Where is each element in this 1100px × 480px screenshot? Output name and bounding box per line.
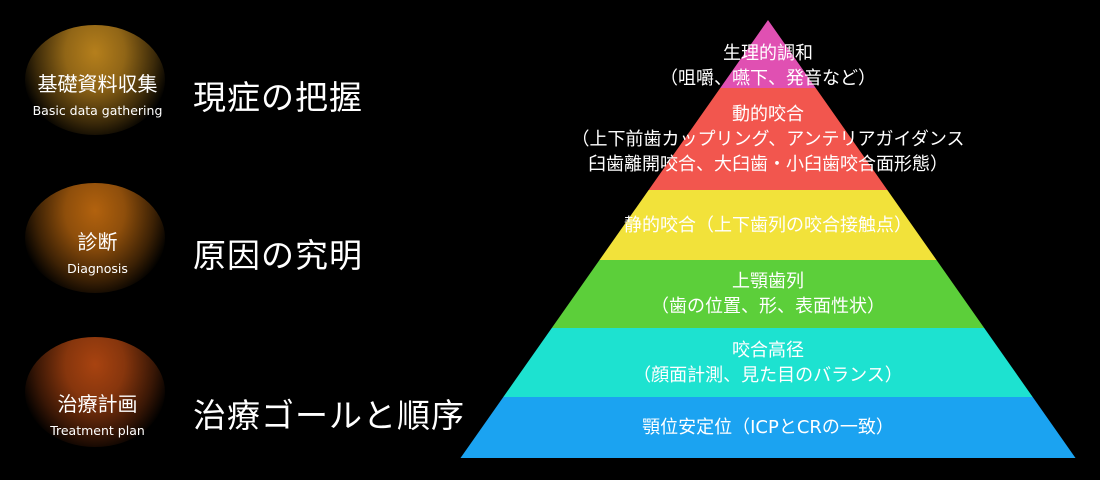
pyramid-tier-4-line-1: 上顎歯列 [732, 271, 804, 292]
pyramid-tier-2-line-1: 動的咬合 [732, 103, 804, 125]
step-goal: 原因の究明 [193, 236, 363, 275]
pyramid-tier-1 [720, 20, 816, 88]
step-orb [25, 183, 165, 293]
pyramid-tier-5 [503, 328, 1033, 397]
pyramid-tier-2-line-2: （上下前歯カップリング、アンテリアガイダンス [571, 128, 965, 150]
pyramid-tier-3-line-1: 静的咬合（上下歯列の咬合接触点） [624, 214, 912, 236]
pyramid-tier-1-line-1: 生理的調和 [723, 43, 813, 64]
pyramid-tier-5-line-1: 咬合高径 [732, 339, 804, 361]
step-treatment-plan: 治療計画 Treatment plan 治療ゴールと順序 [0, 332, 480, 462]
step-label-en: Treatment plan [50, 423, 145, 438]
step-label-jp: 基礎資料収集 [37, 72, 158, 96]
pyramid-tier-3 [599, 190, 937, 260]
pyramid-tier-2 [648, 88, 888, 190]
pyramid-tier-6-line-1: 顎位安定位（ICPとCRの一致） [642, 417, 894, 438]
pyramid-tier-2-line-3: 臼歯離開咬合、大臼歯・小臼歯咬合面形態） [588, 153, 948, 175]
step-orb [25, 25, 165, 135]
pyramid-tier-1-line-2: （咀嚼、嚥下、発音など） [660, 68, 876, 89]
pyramid-tier-4-line-2: （歯の位置、形、表面性状） [651, 296, 885, 317]
step-label-en: Diagnosis [67, 261, 128, 276]
pyramid-tier-5-line-2: （顔面計測、見た目のバランス） [633, 364, 903, 386]
step-goal: 現症の把握 [193, 78, 363, 117]
pyramid-tier-4 [551, 260, 985, 328]
step-label-jp: 診断 [77, 230, 118, 254]
step-orb [25, 337, 165, 447]
step-data-gathering: 基礎資料収集 Basic data gathering 現症の把握 [0, 20, 480, 150]
step-label-en: Basic data gathering [32, 103, 163, 118]
step-diagnosis: 診断 Diagnosis 原因の究明 [0, 178, 480, 308]
step-goal: 治療ゴールと順序 [193, 396, 465, 435]
step-label-jp: 治療計画 [57, 392, 138, 416]
pyramid-tier-6 [460, 397, 1076, 458]
